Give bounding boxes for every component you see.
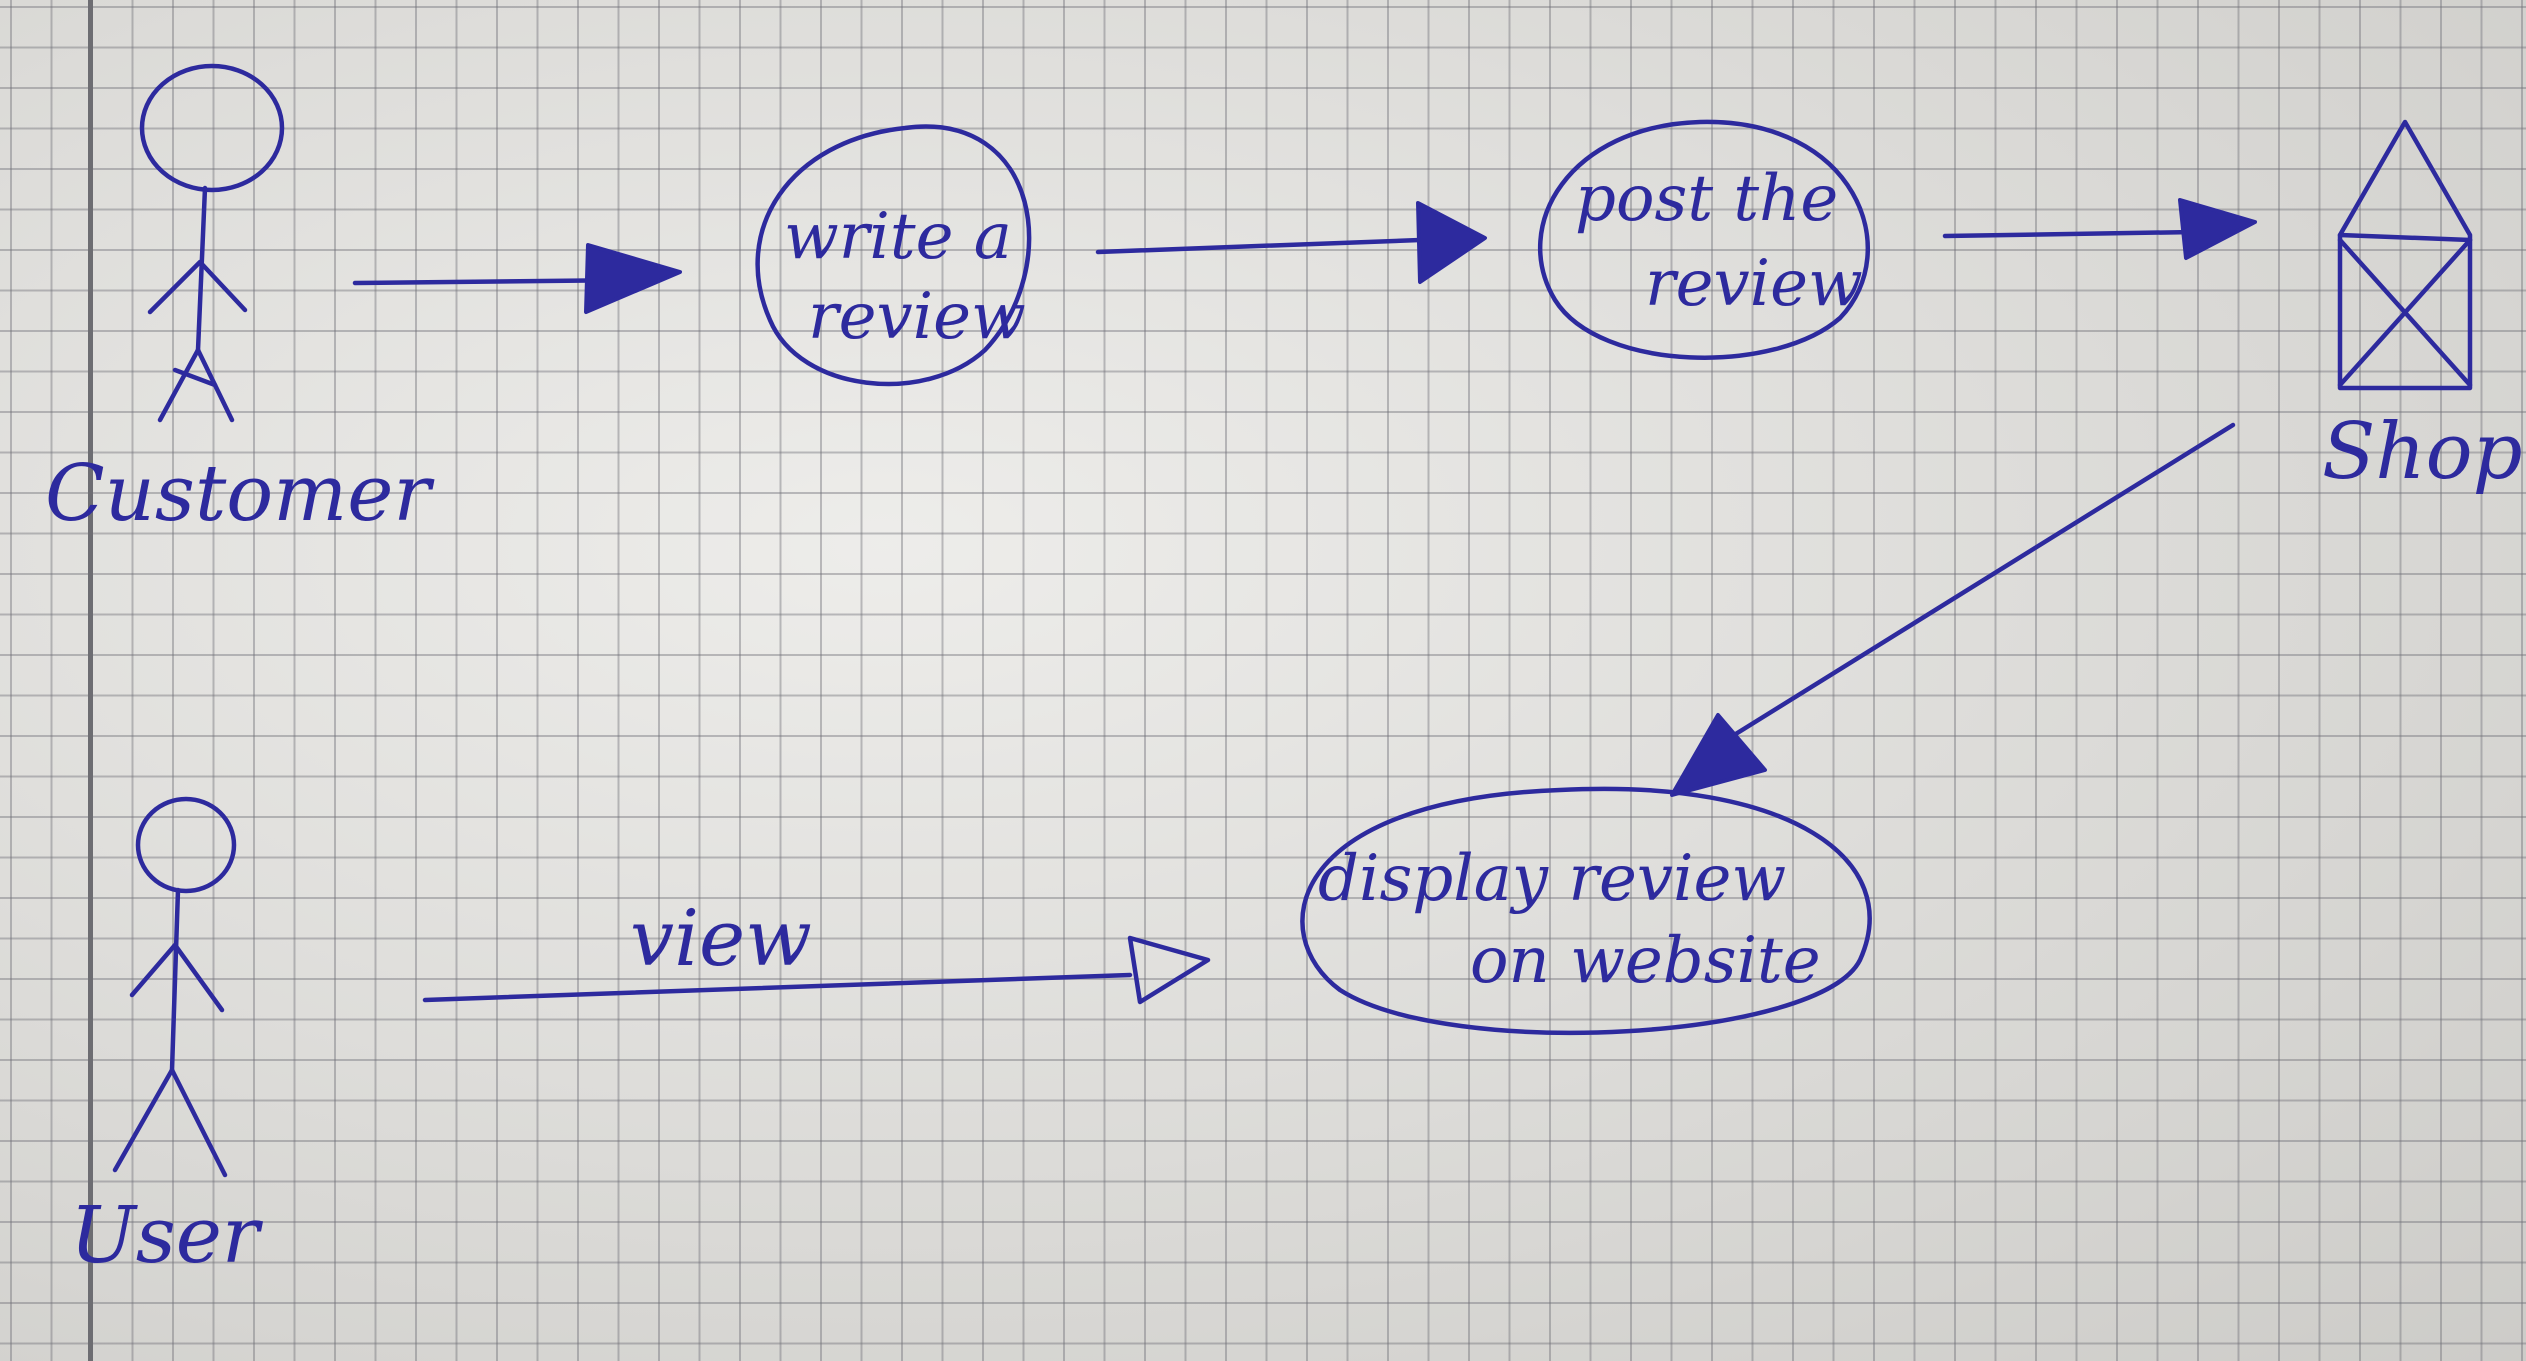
user-stick-figure [112,796,237,1178]
post-review-line-2: review [1645,247,1863,321]
write-review-line-2: review [808,280,1026,354]
user-label: User [70,1191,264,1281]
edge-customer-to-write-review [352,243,682,314]
customer-label: Customer [45,449,435,539]
edge-write-review-to-post-review [1095,201,1487,284]
arrowhead-icon [1670,713,1767,797]
display-review-ellipse [1300,786,1872,1035]
shop-building-icon [2337,119,2473,391]
paper-margin-line [88,0,93,1361]
display-review-line-1: display review [1318,842,1786,916]
view-edge-label: view [630,894,812,984]
edge-post-review-to-shop [1942,198,2257,260]
shop-actor: Shop [2322,119,2523,497]
edge-user-view-display-review: view [422,894,1211,1005]
use-case-post-review: post the review [1537,119,1870,360]
open-arrowhead-icon [1127,935,1211,1005]
display-review-line-2: on website [1470,924,1821,998]
shop-label: Shop [2322,407,2523,497]
post-review-ellipse [1537,119,1870,360]
use-case-write-review: write a review [755,124,1032,387]
post-review-line-1: post the [1575,162,1838,236]
user-actor: User [70,796,264,1281]
customer-stick-figure [139,63,285,423]
arrowhead-icon [1416,201,1487,284]
write-review-ellipse [755,124,1032,387]
arrowhead-icon [584,243,682,314]
write-review-line-1: write a [784,200,1012,274]
arrowhead-icon [2178,198,2257,260]
use-case-display-review: display review on website [1300,786,1872,1035]
customer-actor: Customer [45,63,435,539]
edge-shop-to-display-review [1670,422,2236,797]
